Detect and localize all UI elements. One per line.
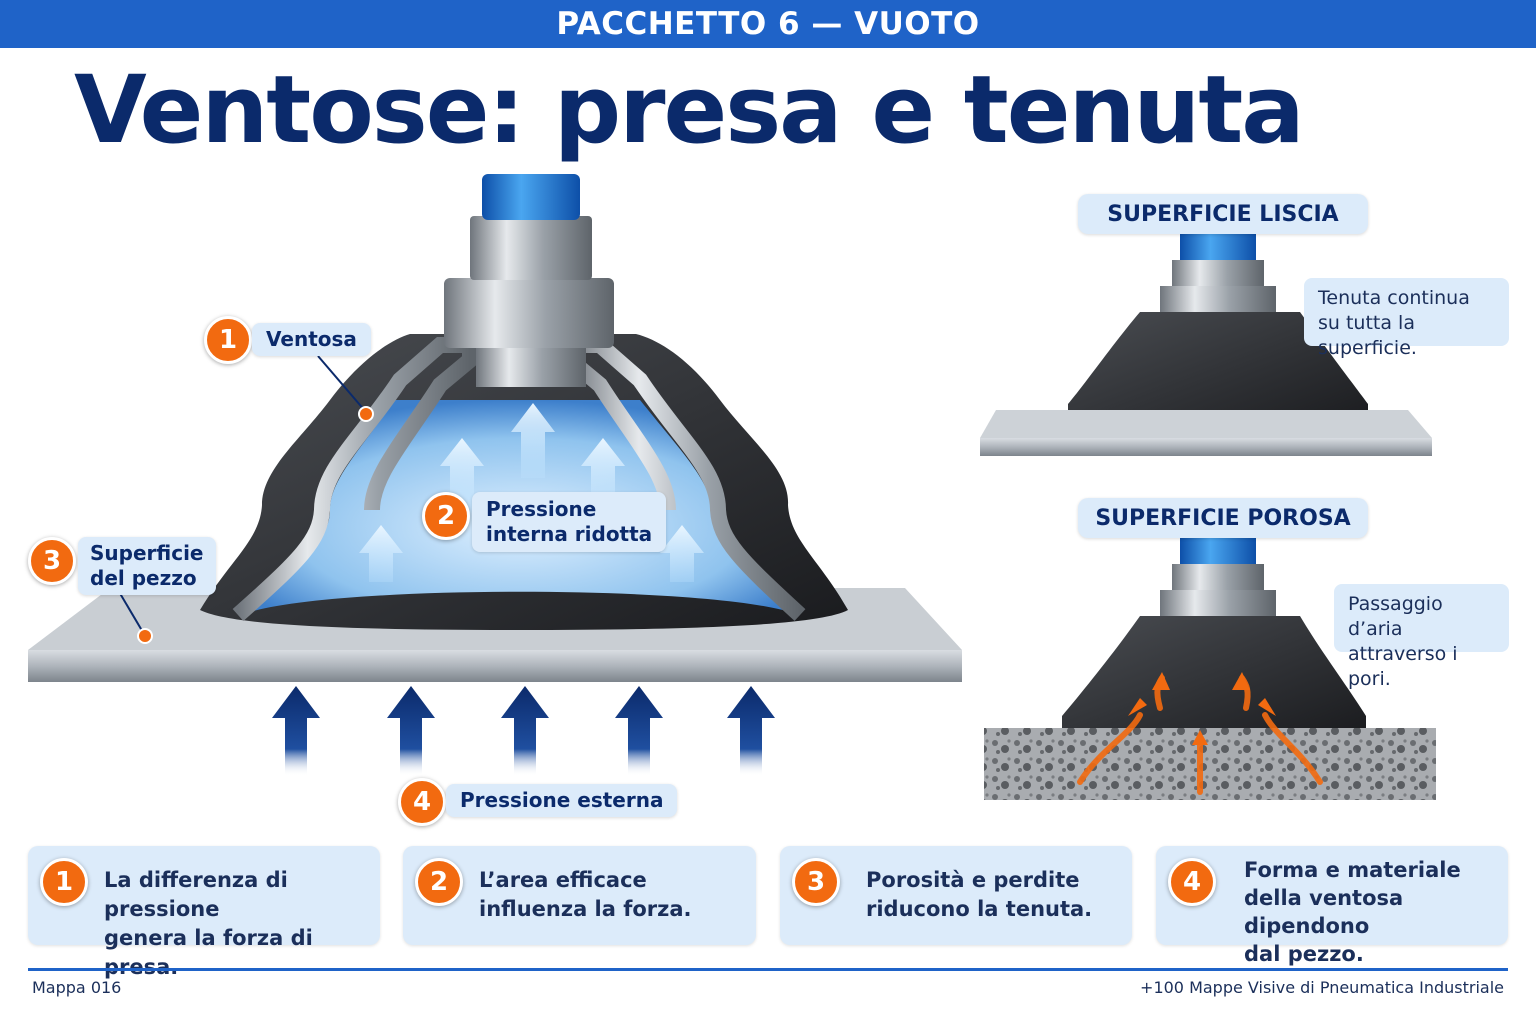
footer-map-number: Mappa 016: [32, 978, 122, 997]
info-card-4-line1: Forma e materiale: [1244, 858, 1461, 882]
footer-series: +100 Mappe Visive di Pneumatica Industri…: [1140, 978, 1504, 997]
info-card-2: 2 L’area efficace influenza la forza.: [403, 846, 756, 945]
info-card-3-line2: riducono la tenuta.: [866, 897, 1093, 921]
info-card-text-4: Forma e materiale della ventosa dipendon…: [1244, 856, 1498, 968]
porous-surface-note-line2: attraverso i pori.: [1348, 643, 1458, 690]
callout-surface: Superficie del pezzo: [78, 537, 216, 595]
info-card-badge-4: 4: [1168, 858, 1216, 906]
info-card-badge-1: 1: [40, 858, 88, 906]
footer-divider: [28, 968, 1508, 971]
callout-ventosa: Ventosa: [252, 323, 371, 356]
callout-badge-2: 2: [422, 492, 470, 540]
info-card-2-line2: influenza la forza.: [479, 897, 692, 921]
callout-external-pressure-text: Pressione esterna: [460, 788, 664, 812]
porous-surface-note: Passaggio d’aria attraverso i pori.: [1334, 584, 1509, 690]
info-card-1-line1: La differenza di pressione: [104, 868, 288, 921]
page-title: Ventose: presa e tenuta: [74, 56, 1305, 165]
callout-badge-1: 1: [204, 316, 252, 364]
info-card-text-1: La differenza di pressione genera la for…: [104, 866, 370, 982]
porous-surface-label: SUPERFICIE POROSA: [1078, 498, 1368, 538]
info-card-text-2: L’area efficace influenza la forza.: [479, 866, 746, 924]
callout-external-pressure: Pressione esterna: [446, 784, 678, 817]
porous-surface-note-line1: Passaggio d’aria: [1348, 593, 1443, 640]
callout-surface-line2: del pezzo: [90, 566, 197, 590]
callout-surface-line1: Superficie: [90, 541, 204, 565]
header-bar: PACCHETTO 6 — VUOTO: [0, 0, 1536, 48]
smooth-surface-note: Tenuta continua su tutta la superficie.: [1304, 278, 1509, 359]
info-card-badge-2: 2: [415, 858, 463, 906]
callout-internal-pressure: Pressione interna ridotta: [472, 492, 667, 552]
info-card-3: 3 Porosità e perdite riducono la tenuta.: [780, 846, 1132, 945]
callout-badge-3: 3: [28, 537, 76, 585]
info-card-2-line1: L’area efficace: [479, 868, 647, 892]
info-card-4-line2: della ventosa dipendono: [1244, 886, 1404, 938]
callout-badge-4: 4: [398, 778, 446, 826]
info-card-badge-3: 3: [792, 858, 840, 906]
package-label: PACCHETTO 6 — VUOTO: [556, 6, 980, 42]
info-card-3-line1: Porosità e perdite: [866, 868, 1080, 892]
smooth-surface-label: SUPERFICIE LISCIA: [1078, 194, 1368, 234]
callout-internal-pressure-line2: interna ridotta: [486, 522, 653, 546]
info-card-4-line3: dal pezzo.: [1244, 942, 1364, 966]
info-card-1-line2: genera la forza di presa.: [104, 926, 313, 979]
info-card-1: 1 La differenza di pressione genera la f…: [28, 846, 380, 979]
info-card-text-3: Porosità e perdite riducono la tenuta.: [866, 866, 1122, 924]
smooth-surface-note-line1: Tenuta continua: [1318, 287, 1470, 309]
smooth-surface-note-line2: su tutta la superficie.: [1318, 312, 1417, 359]
callout-internal-pressure-line1: Pressione: [486, 497, 597, 521]
info-card-4: 4 Forma e materiale della ventosa dipend…: [1156, 846, 1508, 966]
callout-ventosa-text: Ventosa: [266, 327, 357, 351]
